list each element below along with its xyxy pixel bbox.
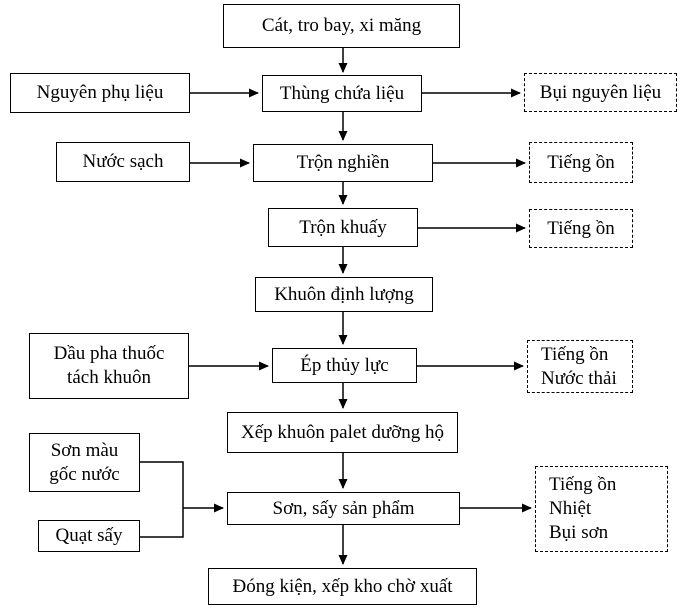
node-son-mau-goc-nuoc: Sơn màu gốc nước <box>29 433 140 492</box>
node-thung-chua-lieu: Thùng chứa liệu <box>262 75 422 112</box>
node-tieng-on-2: Tiếng ồn <box>529 209 633 248</box>
node-dong-kien: Đóng kiện, xếp kho chờ xuất <box>208 568 477 605</box>
node-tieng-on-nhiet-bui-son: Tiếng ồn Nhiệt Bụi sơn <box>535 466 668 552</box>
node-quat-say: Quạt sấy <box>38 520 140 552</box>
node-tron-khuay: Trộn khuấy <box>268 208 418 247</box>
node-cat-tro-bay: Cát, tro bay, xi măng <box>223 4 460 48</box>
node-bui-nguyen-lieu: Bụi nguyên liệu <box>524 73 677 112</box>
node-xep-khuon-palet: Xếp khuôn palet dưỡng hộ <box>227 412 458 453</box>
node-tron-nghien: Trộn nghiền <box>253 144 433 182</box>
node-tieng-on-nuoc-thai: Tiếng ồn Nước thải <box>527 340 633 393</box>
node-tieng-on-1: Tiếng ồn <box>529 142 633 183</box>
node-khuon-dinh-luong: Khuôn định lượng <box>255 277 433 312</box>
node-son-say-san-pham: Sơn, sấy sản phẩm <box>227 492 460 525</box>
node-dau-pha-thuoc: Dầu pha thuốc tách khuôn <box>29 333 189 399</box>
edge-join-sonmau-quatsay <box>140 461 184 538</box>
node-nguyen-phu-lieu: Nguyên phụ liệu <box>10 73 190 113</box>
node-ep-thuy-luc: Ép thủy lực <box>272 348 417 383</box>
node-nuoc-sach: Nước sạch <box>56 142 190 182</box>
